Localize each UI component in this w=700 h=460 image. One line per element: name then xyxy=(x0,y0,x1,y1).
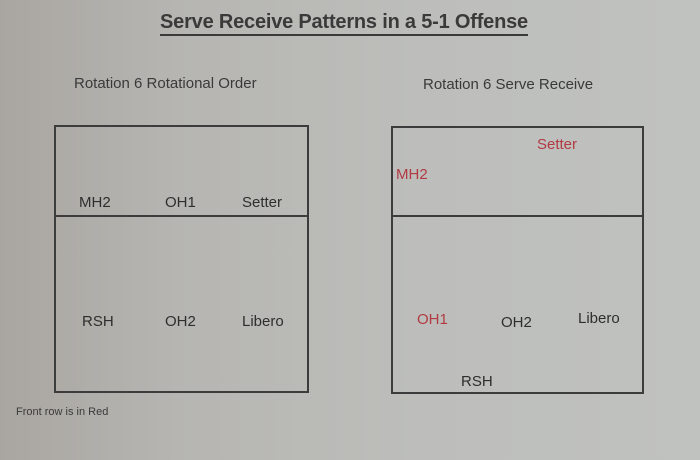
left-back-oh2: OH2 xyxy=(165,313,196,330)
right-oh2: OH2 xyxy=(501,314,532,331)
page-title: Serve Receive Patterns in a 5-1 Offense xyxy=(160,10,528,36)
right-rsh: RSH xyxy=(461,373,493,390)
right-court xyxy=(391,126,644,394)
right-mh2: MH2 xyxy=(396,166,428,183)
left-front-oh1: OH1 xyxy=(165,194,196,211)
net-line xyxy=(56,215,307,217)
left-front-setter: Setter xyxy=(242,194,283,211)
right-setter: Setter xyxy=(537,136,578,153)
left-court xyxy=(54,125,309,393)
left-diagram-heading: Rotation 6 Rotational Order xyxy=(74,75,257,92)
left-front-mh2: MH2 xyxy=(79,194,111,211)
right-oh1: OH1 xyxy=(417,311,448,328)
legend-note: Front row is in Red xyxy=(16,406,109,418)
net-line xyxy=(393,215,642,217)
right-diagram-heading: Rotation 6 Serve Receive xyxy=(423,76,594,93)
left-back-rsh: RSH xyxy=(82,313,114,330)
right-libero: Libero xyxy=(578,310,620,327)
left-back-libero: Libero xyxy=(242,313,284,330)
